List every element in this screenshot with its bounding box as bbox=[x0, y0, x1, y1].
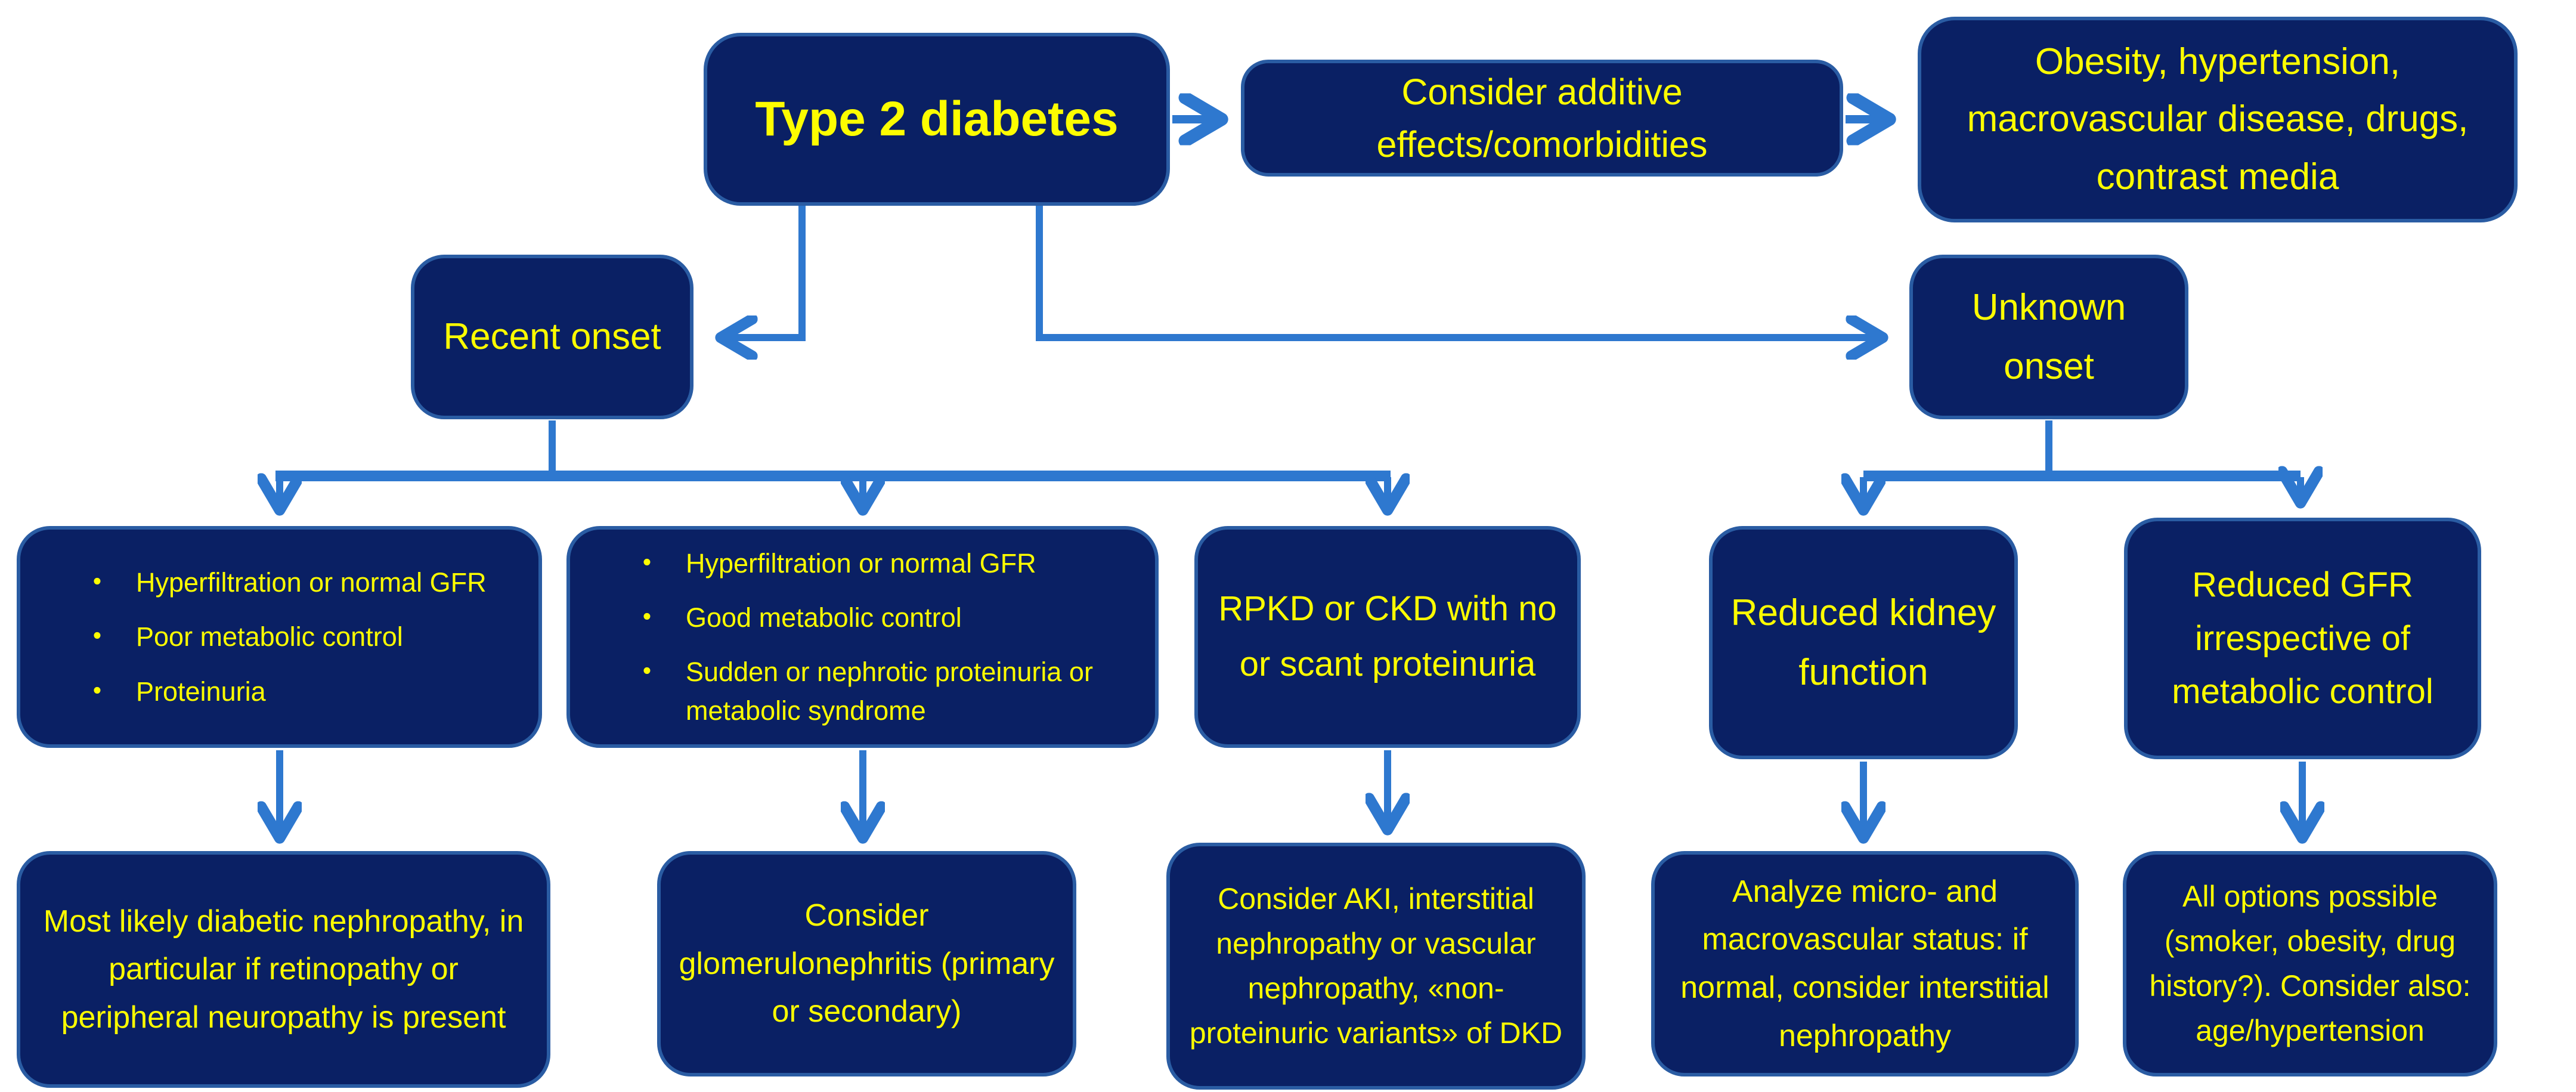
bullet-item: • Hyperfiltration or normal GFR bbox=[58, 563, 521, 602]
node-type2-diabetes: Type 2 diabetes bbox=[704, 33, 1170, 206]
node-reduced-kidney-function-label: Reduced kidney function bbox=[1730, 592, 1996, 693]
node-unknown-onset-label: Unknown onset bbox=[1971, 286, 2126, 387]
bullet-text: Sudden or nephrotic proteinuria or metab… bbox=[686, 657, 1093, 726]
bullet-item: • Proteinuria bbox=[58, 672, 521, 711]
node-reduced-gfr: Reduced GFR irrespective of metabolic co… bbox=[2124, 518, 2481, 759]
bullet-dot: • bbox=[642, 602, 652, 630]
bullet-dot: • bbox=[92, 676, 102, 704]
bullet-text: Hyperfiltration or normal GFR bbox=[686, 547, 1036, 579]
bullet-item: • Sudden or nephrotic proteinuria or met… bbox=[608, 652, 1137, 731]
node-rpkd-ckd: RPKD or CKD with no or scant proteinuria bbox=[1194, 526, 1581, 748]
bullet-list: • Hyperfiltration or normal GFR • Poor m… bbox=[38, 563, 521, 711]
node-rpkd-ckd-label: RPKD or CKD with no or scant proteinuria bbox=[1218, 589, 1557, 683]
node-obesity-hypertension: Obesity, hypertension, macrovascular dis… bbox=[1918, 17, 2518, 222]
node-obesity-hypertension-label: Obesity, hypertension, macrovascular dis… bbox=[1967, 41, 2469, 197]
bullet-dot: • bbox=[92, 567, 102, 595]
node-diabetic-nephropathy: Most likely diabetic nephropathy, in par… bbox=[17, 851, 550, 1088]
bullet-dot: • bbox=[642, 547, 652, 576]
node-consider-additive-label: Consider additive effects/comorbidities bbox=[1376, 71, 1708, 165]
node-type2-diabetes-label: Type 2 diabetes bbox=[755, 91, 1119, 146]
node-hyperfiltration-poor-control: • Hyperfiltration or normal GFR • Poor m… bbox=[17, 526, 542, 748]
bullet-text: Hyperfiltration or normal GFR bbox=[136, 567, 487, 598]
bullet-list: • Hyperfiltration or normal GFR • Good m… bbox=[588, 544, 1137, 731]
node-aki-interstitial: Consider AKI, interstitial nephropathy o… bbox=[1166, 843, 1586, 1090]
bullet-text: Poor metabolic control bbox=[136, 621, 403, 652]
node-consider-additive: Consider additive effects/comorbidities bbox=[1241, 60, 1843, 177]
bullet-item: • Good metabolic control bbox=[608, 598, 1137, 637]
node-recent-onset-label: Recent onset bbox=[443, 316, 661, 358]
node-analyze-vascular-status: Analyze micro- and macrovascular status:… bbox=[1651, 851, 2079, 1076]
node-diabetic-nephropathy-label: Most likely diabetic nephropathy, in par… bbox=[43, 904, 524, 1035]
node-all-options-possible-label: All options possible (smoker, obesity, d… bbox=[2149, 880, 2471, 1047]
node-hyperfiltration-good-control: • Hyperfiltration or normal GFR • Good m… bbox=[566, 526, 1159, 748]
node-analyze-vascular-status-label: Analyze micro- and macrovascular status:… bbox=[1680, 874, 2049, 1053]
node-unknown-onset: Unknown onset bbox=[1909, 255, 2188, 419]
node-glomerulonephritis-label: Consider glomerulonephritis (primary or … bbox=[679, 898, 1055, 1029]
bullet-text: Good metabolic control bbox=[686, 602, 962, 633]
node-reduced-kidney-function: Reduced kidney function bbox=[1709, 526, 2018, 759]
bullet-dot: • bbox=[642, 657, 652, 684]
arrow-type2-to-unknown bbox=[1036, 206, 1877, 338]
arrow-type2-to-recent bbox=[726, 206, 806, 338]
bullet-item: • Poor metabolic control bbox=[58, 617, 521, 656]
bullet-dot: • bbox=[92, 621, 102, 649]
bullet-text: Proteinuria bbox=[136, 676, 266, 707]
node-all-options-possible: All options possible (smoker, obesity, d… bbox=[2123, 851, 2497, 1076]
node-recent-onset: Recent onset bbox=[411, 255, 693, 419]
node-aki-interstitial-label: Consider AKI, interstitial nephropathy o… bbox=[1189, 882, 1563, 1050]
node-reduced-gfr-label: Reduced GFR irrespective of metabolic co… bbox=[2172, 565, 2433, 711]
node-glomerulonephritis: Consider glomerulonephritis (primary or … bbox=[657, 851, 1076, 1076]
bullet-item: • Hyperfiltration or normal GFR bbox=[608, 544, 1137, 583]
